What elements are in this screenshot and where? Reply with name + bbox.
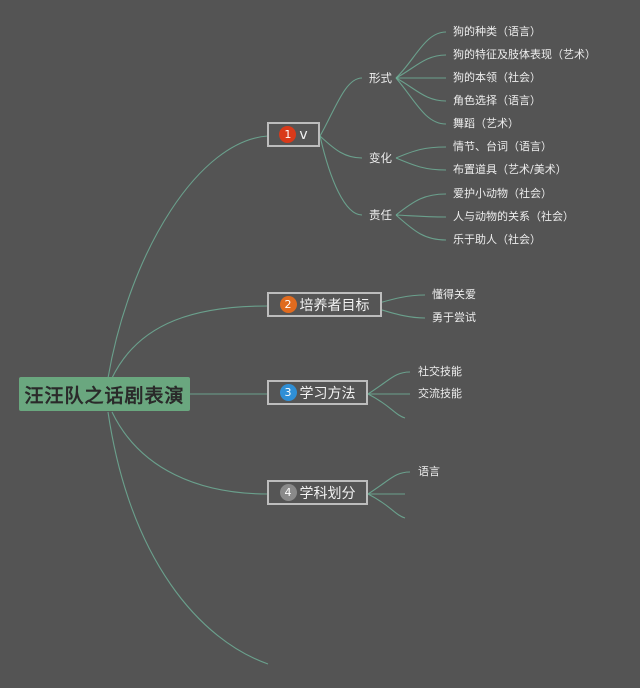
leaf-item[interactable]: 交流技能 <box>418 387 462 400</box>
branch-title-4: 学科划分 <box>299 485 356 502</box>
badge-4: 4 <box>279 484 297 501</box>
leaf-item[interactable]: 懂得关爱 <box>432 288 476 301</box>
leaf-item[interactable]: 爱护小动物（社会） <box>453 187 552 200</box>
branch-node-4[interactable]: 4 学科划分 <box>267 480 368 505</box>
connector-root-tail <box>107 411 269 665</box>
root-node[interactable]: 汪汪队之话剧表演 <box>19 377 190 411</box>
leaf-item[interactable]: 乐于助人（社会） <box>453 233 541 246</box>
root-title: 汪汪队之话剧表演 <box>24 384 185 407</box>
leaf-item[interactable]: 狗的种类（语言） <box>453 25 541 38</box>
leaf-item[interactable]: 情节、台词（语言） <box>453 140 552 153</box>
badge-3: 3 <box>279 384 297 401</box>
branch-node-3[interactable]: 3 学习方法 <box>267 380 368 405</box>
branch-title-2: 培养者目标 <box>299 297 370 314</box>
connector-root-branch2 <box>111 305 269 379</box>
leaf-item[interactable]: 语言 <box>418 465 440 478</box>
branch-node-1[interactable]: 1 v <box>267 122 320 147</box>
group-label-responsibility[interactable]: 责任 <box>369 208 392 222</box>
leaf-item[interactable]: 狗的本领（社会） <box>453 71 541 84</box>
leaf-item[interactable]: 人与动物的关系（社会） <box>453 210 574 223</box>
leaf-item[interactable]: 勇于尝试 <box>432 311 476 324</box>
connector-root-branch1 <box>107 135 269 379</box>
connector-branch1-group2 <box>319 135 363 159</box>
group-label-change[interactable]: 变化 <box>369 151 392 165</box>
leaf-item[interactable]: 舞蹈（艺术） <box>453 117 519 130</box>
connector-branch1-group1 <box>319 77 363 137</box>
leaf-item[interactable]: 社交技能 <box>418 365 462 378</box>
leaf-item[interactable]: 布置道具（艺术/美术） <box>453 163 567 176</box>
connector-root-branch4 <box>111 411 269 495</box>
leaf-item[interactable]: 角色选择（语言） <box>453 94 541 107</box>
badge-2: 2 <box>279 296 297 313</box>
badge-1: 1 <box>279 126 297 143</box>
branch-node-2[interactable]: 2 培养者目标 <box>267 292 382 317</box>
branch-title-3: 学习方法 <box>299 385 356 402</box>
connector-branch1-group3 <box>319 135 363 216</box>
leaf-item[interactable]: 狗的特征及肢体表现（艺术） <box>453 48 596 61</box>
branch-title-1: v <box>299 126 308 143</box>
group-label-form[interactable]: 形式 <box>369 71 392 85</box>
